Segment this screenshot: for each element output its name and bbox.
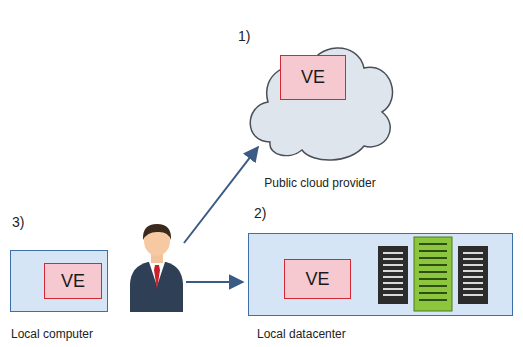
ve-label: VE <box>301 67 325 88</box>
virtual-environment-box: VE <box>280 55 346 100</box>
site-box: Local datacenterVE <box>248 233 513 316</box>
arrow <box>186 281 243 283</box>
virtual-environment-box: VE <box>44 263 102 299</box>
virtual-environment-box: VE <box>284 259 351 299</box>
callout-number: 1) <box>238 28 250 44</box>
ve-label: VE <box>61 271 85 292</box>
callout-number: 3) <box>12 214 24 230</box>
node-caption: Local computer <box>11 327 93 341</box>
callout-number: 2) <box>254 205 266 221</box>
node-caption: Public cloud provider <box>240 176 400 190</box>
node-caption: Local datacenter <box>257 327 346 341</box>
site-box: Local computerVE <box>10 250 108 312</box>
person-icon <box>130 224 183 312</box>
arrow <box>184 147 258 243</box>
ve-label: VE <box>305 269 329 290</box>
cloud-region: Public cloud providerVE <box>240 30 400 165</box>
